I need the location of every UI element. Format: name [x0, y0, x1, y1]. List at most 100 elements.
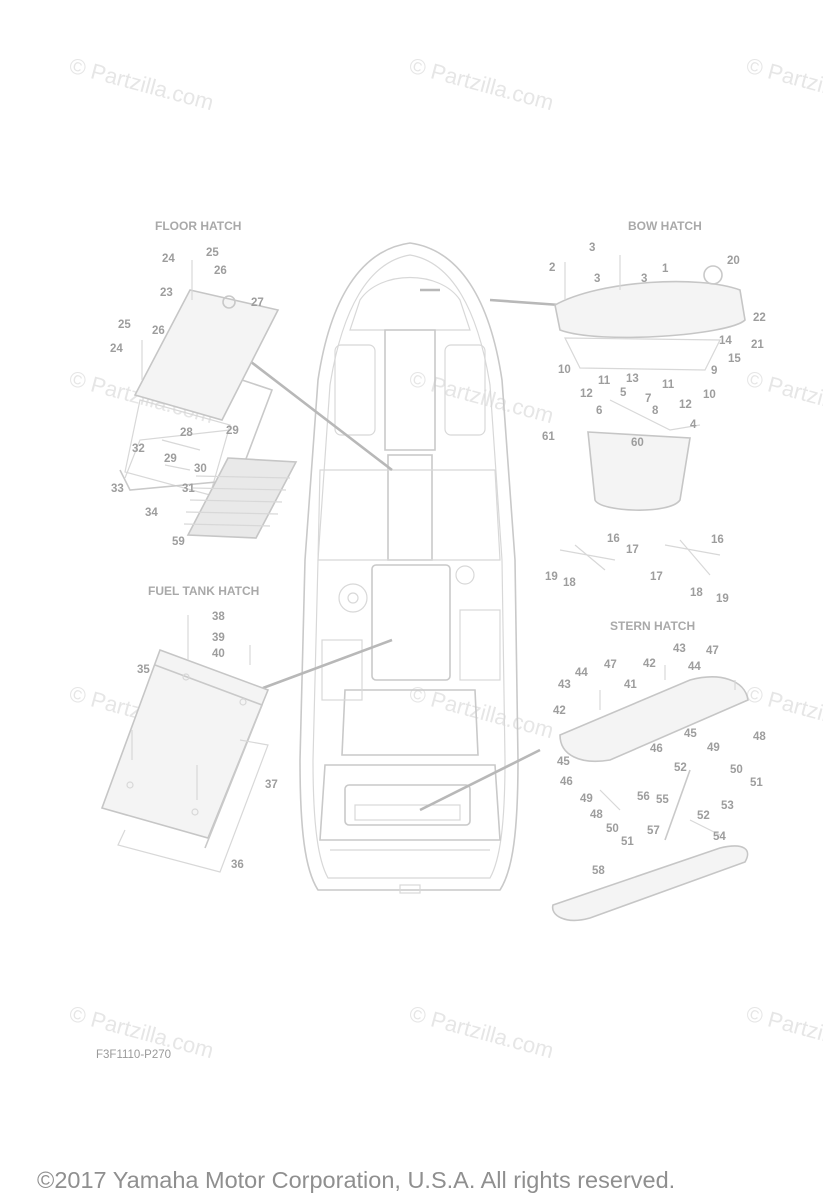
watermark: © Partzilla.com [744, 366, 823, 429]
callout: 46 [650, 743, 663, 755]
callout: 27 [251, 297, 264, 309]
connector-arrows [241, 288, 561, 812]
callout: 52 [697, 810, 710, 822]
callout: 25 [118, 319, 131, 331]
callout: 18 [563, 577, 576, 589]
callout: 49 [580, 793, 593, 805]
callout: 47 [604, 659, 617, 671]
callout: 14 [719, 335, 732, 347]
fuel-tank-hatch-callouts: 38 39 40 35 37 36 [137, 611, 278, 871]
callout: 43 [558, 679, 571, 691]
callout: 38 [212, 611, 225, 623]
watermark: © Partzilla.com [407, 366, 557, 429]
callout: 17 [626, 544, 639, 556]
callout: 24 [162, 253, 175, 265]
floor-hatch-callouts: 24 25 26 23 27 25 26 24 28 29 32 29 30 3… [110, 247, 264, 548]
callout: 3 [594, 273, 600, 285]
callout: 29 [226, 425, 239, 437]
callout: 11 [598, 375, 611, 387]
watermarks: © Partzilla.com © Partzilla.com © Partzi… [67, 53, 823, 1064]
callout: 55 [656, 794, 669, 806]
callout: 15 [728, 353, 741, 365]
callout: 30 [194, 463, 207, 475]
callout: 58 [592, 865, 605, 877]
callout: 2 [549, 262, 555, 274]
callout: 47 [706, 645, 719, 657]
section-label-fuel-tank-hatch: FUEL TANK HATCH [148, 584, 259, 598]
callout: 46 [560, 776, 573, 788]
stern-hatch-parts [551, 665, 749, 922]
fuel-tank-hatch-parts [100, 615, 270, 873]
section-label-stern-hatch: STERN HATCH [610, 619, 695, 633]
section-label-floor-hatch: FLOOR HATCH [155, 219, 241, 233]
callout: 56 [637, 791, 650, 803]
callout: 48 [753, 731, 766, 743]
section-label-bow-hatch: BOW HATCH [628, 219, 702, 233]
callout: 51 [621, 836, 634, 848]
callout: 51 [750, 777, 763, 789]
watermark: © Partzilla.com [407, 53, 557, 116]
callout: 42 [553, 705, 566, 717]
callout: 25 [206, 247, 219, 259]
callout: 54 [713, 831, 726, 843]
callout: 8 [652, 405, 659, 417]
callout: 39 [212, 632, 225, 644]
callout: 52 [674, 762, 687, 774]
stern-hatch-callouts: 43 42 44 47 44 47 43 41 42 48 49 45 46 5… [553, 643, 766, 877]
callout: 49 [707, 742, 720, 754]
callout: 50 [606, 823, 619, 835]
callout: 53 [721, 800, 734, 812]
bow-hatch-parts [554, 255, 746, 576]
callout: 13 [626, 373, 639, 385]
callout: 12 [679, 399, 692, 411]
callout: 11 [662, 379, 675, 391]
callout: 57 [647, 825, 660, 837]
callout: 19 [716, 593, 729, 605]
callout: 34 [145, 507, 158, 519]
floor-hatch-parts [119, 260, 298, 539]
callout: 40 [212, 648, 225, 660]
callout: 28 [180, 427, 193, 439]
callout: 50 [730, 764, 743, 776]
callout: 31 [182, 483, 195, 495]
callout: 19 [545, 571, 558, 583]
callout: 60 [631, 437, 644, 449]
callout: 24 [110, 343, 123, 355]
callout: 48 [590, 809, 603, 821]
callout: 9 [711, 365, 717, 377]
callout: 43 [673, 643, 686, 655]
callout: 3 [589, 242, 595, 254]
callout: 29 [164, 453, 177, 465]
callout: 17 [650, 571, 663, 583]
callout: 42 [643, 658, 656, 670]
callout: 6 [596, 405, 602, 417]
callout: 22 [753, 312, 766, 324]
callout: 5 [620, 387, 627, 399]
callout: 44 [688, 661, 701, 673]
callout: 35 [137, 664, 150, 676]
callout: 4 [690, 419, 697, 431]
callout: 44 [575, 667, 588, 679]
callout: 59 [172, 536, 185, 548]
callout: 10 [558, 364, 571, 376]
callout: 45 [557, 756, 570, 768]
watermark: © Partzilla.com [744, 1001, 823, 1064]
callout: 3 [641, 273, 647, 285]
callout: 26 [214, 265, 227, 277]
callout: 16 [711, 534, 724, 546]
callout: 16 [607, 533, 620, 545]
callout: 7 [645, 393, 651, 405]
callout: 18 [690, 587, 703, 599]
callout: 1 [662, 263, 669, 275]
callout: 12 [580, 388, 593, 400]
boat-hull-drawing [299, 242, 519, 894]
copyright-notice: ©2017 Yamaha Motor Corporation, U.S.A. A… [37, 1167, 675, 1193]
watermark: © Partzilla.com [744, 53, 823, 116]
callout: 33 [111, 483, 124, 495]
callout: 10 [703, 389, 716, 401]
watermark: © Partzilla.com [67, 53, 217, 116]
callout: 45 [684, 728, 697, 740]
diagram-code: F3F1110-P270 [96, 1049, 171, 1061]
callout: 37 [265, 779, 278, 791]
